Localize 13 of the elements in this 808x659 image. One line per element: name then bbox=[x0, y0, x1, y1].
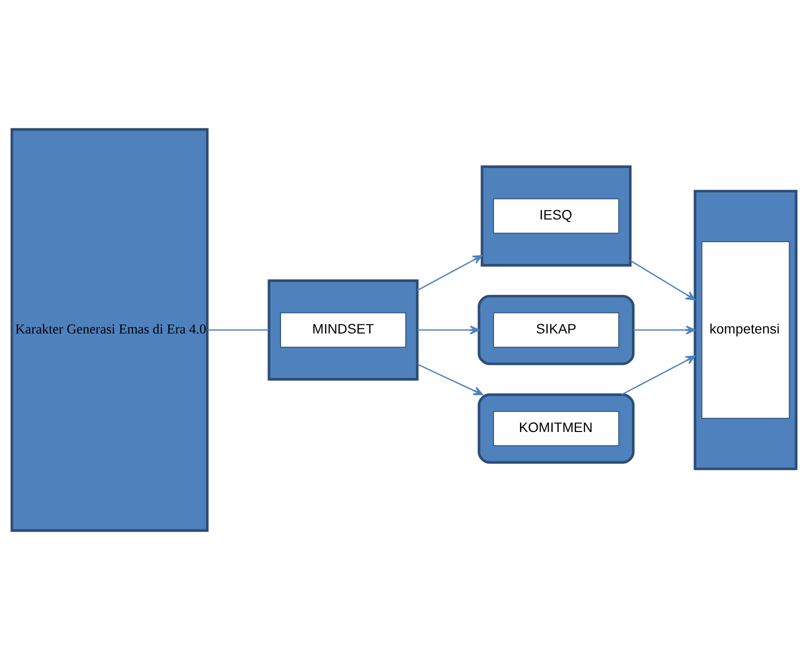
arrow bbox=[633, 325, 696, 334]
node-box: IESQ bbox=[480, 164, 632, 266]
arrow bbox=[417, 325, 480, 334]
arrow bbox=[630, 260, 696, 300]
connector bbox=[207, 328, 269, 330]
arrow bbox=[417, 254, 482, 291]
arrow bbox=[621, 355, 696, 395]
node-box: MINDSET bbox=[268, 278, 419, 380]
node-box: SIKAP bbox=[478, 294, 635, 365]
node-box: kompetensi bbox=[694, 189, 798, 470]
node-box: KOMITMEN bbox=[478, 392, 635, 464]
arrow bbox=[417, 363, 484, 395]
node-box: Karakter Generasi Emas di Era 4.0 bbox=[10, 128, 209, 532]
